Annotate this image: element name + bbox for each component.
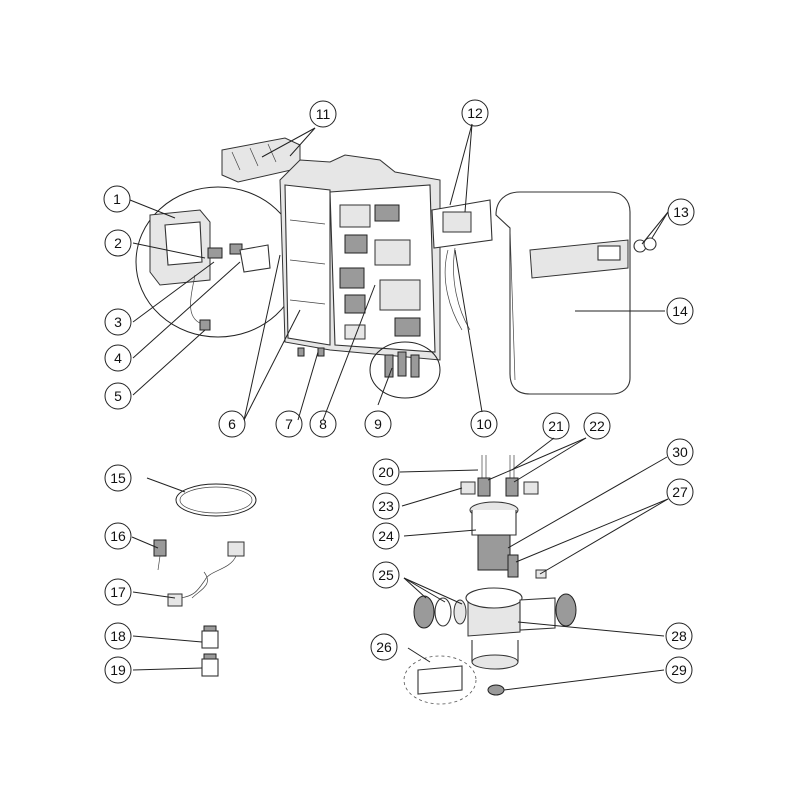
- svg-text:15: 15: [110, 470, 126, 486]
- callout-12: 12: [461, 99, 489, 127]
- callout-21: 21: [542, 412, 570, 440]
- callout-6: 6: [218, 410, 246, 438]
- callout-19: 19: [104, 656, 132, 684]
- callout-13: 13: [667, 198, 695, 226]
- callout-3: 3: [104, 308, 132, 336]
- svg-text:12: 12: [467, 105, 483, 121]
- svg-text:3: 3: [114, 314, 122, 330]
- svg-text:19: 19: [110, 662, 126, 678]
- svg-text:27: 27: [672, 484, 688, 500]
- svg-text:29: 29: [671, 662, 687, 678]
- svg-text:22: 22: [589, 418, 605, 434]
- callout-18: 18: [104, 622, 132, 650]
- callout-4: 4: [104, 344, 132, 372]
- callout-17: 17: [104, 578, 132, 606]
- callout-11: 11: [309, 100, 337, 128]
- callout-27: 27: [666, 478, 694, 506]
- svg-text:8: 8: [319, 416, 327, 432]
- svg-text:6: 6: [228, 416, 236, 432]
- svg-text:21: 21: [548, 418, 564, 434]
- svg-text:26: 26: [376, 639, 392, 655]
- svg-text:7: 7: [285, 416, 293, 432]
- callout-15: 15: [104, 464, 132, 492]
- callout-10: 10: [470, 410, 498, 438]
- callout-14: 14: [666, 297, 694, 325]
- callout-29: 29: [665, 656, 693, 684]
- svg-text:17: 17: [110, 584, 126, 600]
- callout-9: 9: [364, 410, 392, 438]
- part-9-detail: [369, 341, 441, 399]
- svg-text:2: 2: [114, 235, 122, 251]
- lower-cell-assembly: [403, 455, 577, 705]
- svg-text:24: 24: [378, 528, 394, 544]
- callout-30: 30: [666, 438, 694, 466]
- svg-text:30: 30: [672, 444, 688, 460]
- callout-22: 22: [583, 412, 611, 440]
- part-12-display-board: [431, 199, 493, 331]
- part-17-power-cable: [167, 541, 245, 607]
- callout-23: 23: [372, 492, 400, 520]
- leader-lines: [129, 123, 669, 691]
- main-housing: [279, 154, 441, 361]
- part-15-tube-coil: [175, 483, 257, 517]
- callout-25: 25: [372, 561, 400, 589]
- callout-7: 7: [275, 410, 303, 438]
- svg-text:1: 1: [113, 191, 121, 207]
- callout-28: 28: [665, 622, 693, 650]
- callout-26: 26: [370, 633, 398, 661]
- callout-16: 16: [104, 522, 132, 550]
- svg-text:18: 18: [110, 628, 126, 644]
- part-16-plug: [153, 539, 167, 571]
- svg-text:13: 13: [673, 204, 689, 220]
- callout-5: 5: [104, 382, 132, 410]
- svg-text:10: 10: [476, 416, 492, 432]
- svg-text:16: 16: [110, 528, 126, 544]
- callout-8: 8: [309, 410, 337, 438]
- svg-text:20: 20: [378, 464, 394, 480]
- svg-text:28: 28: [671, 628, 687, 644]
- callout-20: 20: [372, 458, 400, 486]
- svg-text:4: 4: [114, 350, 122, 366]
- svg-text:25: 25: [378, 567, 394, 583]
- part-18-bottle: [201, 625, 219, 649]
- svg-text:5: 5: [114, 388, 122, 404]
- callout-2: 2: [104, 229, 132, 257]
- callout-1: 1: [103, 185, 131, 213]
- svg-text:14: 14: [672, 303, 688, 319]
- part-14-front-cover: [495, 191, 657, 395]
- callout-24: 24: [372, 522, 400, 550]
- svg-text:23: 23: [378, 498, 394, 514]
- svg-text:11: 11: [316, 106, 331, 122]
- part-19-bottle: [201, 653, 219, 677]
- detail-circle-flow-switch: [135, 186, 301, 338]
- svg-text:9: 9: [374, 416, 382, 432]
